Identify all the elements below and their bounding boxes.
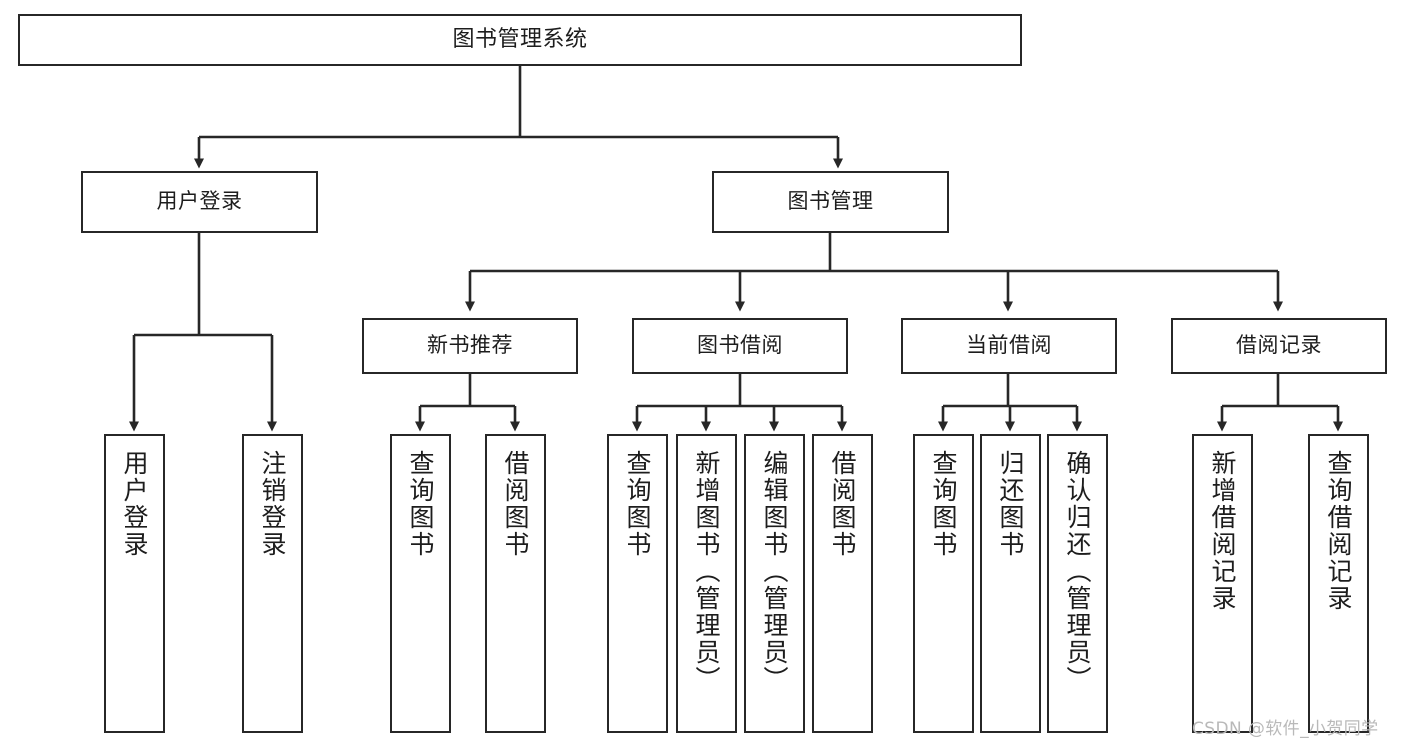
node-leaf-query-book-2[interactable]: 查询图书 (607, 434, 668, 733)
node-leaf-logout[interactable]: 注销登录 (242, 434, 303, 733)
node-borrow-record[interactable]: 借阅记录 (1171, 318, 1387, 374)
node-leaf-add-book[interactable]: 新增图书（管理员） (676, 434, 737, 733)
node-leaf-borrow-book-2[interactable]: 借阅图书 (812, 434, 873, 733)
node-book-manage[interactable]: 图书管理 (712, 171, 949, 233)
node-leaf-borrow-book-2-label: 借阅图书 (828, 450, 857, 558)
node-root-label: 图书管理系统 (452, 26, 588, 52)
node-root[interactable]: 图书管理系统 (18, 14, 1022, 66)
node-leaf-logout-label: 注销登录 (258, 450, 287, 558)
node-borrow-record-label: 借阅记录 (1236, 333, 1322, 358)
node-new-book-rec-label: 新书推荐 (427, 333, 513, 358)
node-book-borrow-label: 图书借阅 (697, 333, 783, 358)
node-leaf-confirm-return-label: 确认归还（管理员） (1063, 450, 1092, 693)
node-leaf-query-book-3[interactable]: 查询图书 (913, 434, 974, 733)
node-leaf-confirm-return[interactable]: 确认归还（管理员） (1047, 434, 1108, 733)
node-user-login[interactable]: 用户登录 (81, 171, 318, 233)
node-leaf-add-book-label: 新增图书（管理员） (692, 450, 721, 693)
node-leaf-return-book[interactable]: 归还图书 (980, 434, 1041, 733)
node-current-borrow-label: 当前借阅 (966, 333, 1052, 358)
node-new-book-rec[interactable]: 新书推荐 (362, 318, 578, 374)
node-book-manage-label: 图书管理 (787, 189, 874, 214)
node-user-login-label: 用户登录 (156, 189, 243, 214)
node-leaf-edit-book[interactable]: 编辑图书（管理员） (744, 434, 805, 733)
node-leaf-query-book-1-label: 查询图书 (406, 450, 435, 558)
node-current-borrow[interactable]: 当前借阅 (901, 318, 1117, 374)
node-leaf-user-login[interactable]: 用户登录 (104, 434, 165, 733)
node-leaf-query-book-3-label: 查询图书 (929, 450, 958, 558)
node-leaf-return-book-label: 归还图书 (996, 450, 1025, 558)
node-leaf-query-book-2-label: 查询图书 (623, 450, 652, 558)
node-leaf-query-book-1[interactable]: 查询图书 (390, 434, 451, 733)
node-leaf-add-record[interactable]: 新增借阅记录 (1192, 434, 1253, 733)
node-leaf-query-record[interactable]: 查询借阅记录 (1308, 434, 1369, 733)
node-leaf-borrow-book-1[interactable]: 借阅图书 (485, 434, 546, 733)
node-leaf-edit-book-label: 编辑图书（管理员） (760, 450, 789, 693)
node-leaf-query-record-label: 查询借阅记录 (1324, 450, 1353, 612)
node-leaf-add-record-label: 新增借阅记录 (1208, 450, 1237, 612)
node-leaf-borrow-book-1-label: 借阅图书 (501, 450, 530, 558)
node-book-borrow[interactable]: 图书借阅 (632, 318, 848, 374)
node-leaf-user-login-label: 用户登录 (120, 450, 149, 558)
watermark-text: CSDN @软件_小贺同学 (1192, 719, 1379, 739)
